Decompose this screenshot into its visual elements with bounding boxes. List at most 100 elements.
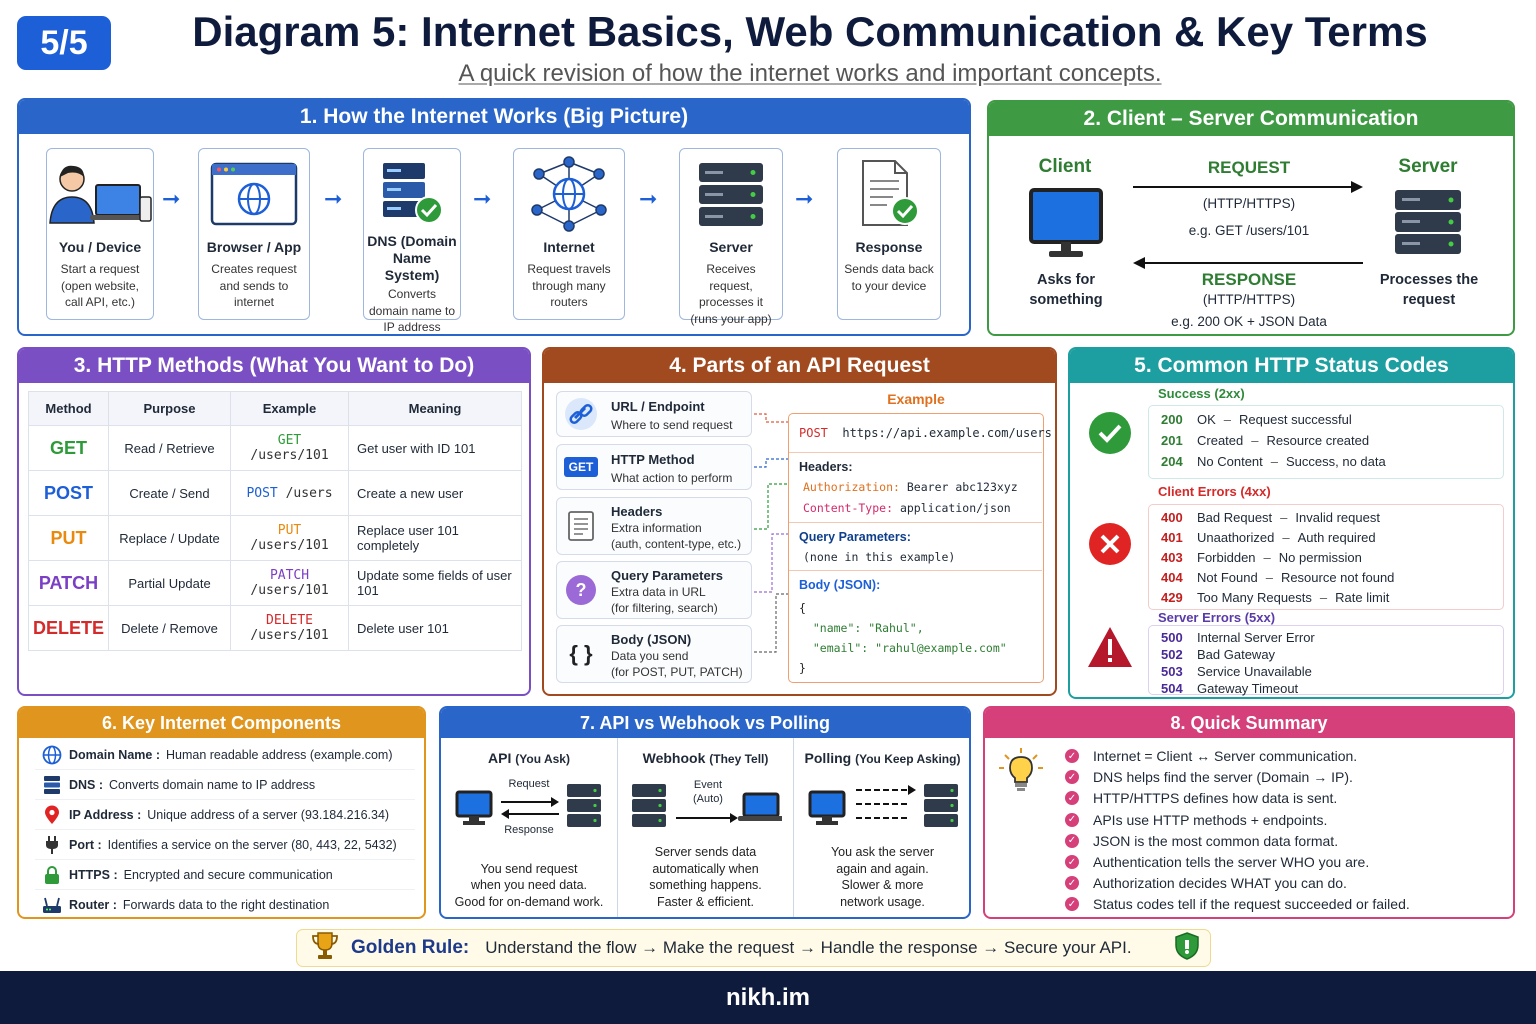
arrow-right-icon: ➞ — [639, 186, 658, 211]
svg-text:?: ? — [576, 580, 587, 600]
column-header: Purpose — [108, 391, 232, 426]
webhook-event-diagram — [632, 784, 782, 827]
step-title: Server — [709, 239, 753, 255]
check-icon: ✓ — [1065, 749, 1079, 763]
summary-item: ✓ Authorization decides WHAT you can do. — [1065, 875, 1347, 891]
step-title: Browser / App — [206, 239, 302, 255]
request-example: e.g. GET /users/101 — [1188, 223, 1310, 238]
part-desc: What action to perform — [611, 471, 733, 485]
check-icon: ✓ — [1065, 876, 1079, 891]
method-name: PATCH — [27, 560, 110, 606]
part-title: URL / Endpoint — [611, 399, 705, 414]
summary-text: Authentication tells the server WHO you … — [1093, 854, 1370, 870]
part-url-endpoint: URL / Endpoint Where to send request — [556, 391, 752, 437]
server-icon — [35, 775, 69, 795]
col-title: API (You Ask) — [488, 750, 570, 766]
summary-item: ✓JSON is the most common data format. — [1065, 833, 1338, 849]
footer: nikh.im — [0, 971, 1536, 1024]
arrow-right-icon: ➞ — [162, 186, 181, 211]
query-label: Query Parameters: — [799, 530, 911, 544]
component-row: Router :Forwards data to the right desti… — [35, 890, 415, 917]
monitor-icon — [1029, 188, 1103, 265]
check-icon: ✓ — [1065, 897, 1079, 912]
api-request-response-diagram — [455, 784, 601, 827]
location-pin-icon — [35, 805, 69, 825]
browser-globe-icon — [199, 149, 309, 239]
method-purpose: Partial Update — [108, 560, 232, 606]
step-desc: Request travels through many routers — [527, 262, 611, 309]
panel-quick-summary: 8. Quick Summary ✓Internet = Client ↔ Se… — [983, 706, 1515, 919]
user-laptop-icon — [47, 149, 153, 239]
panel-title: 2. Client – Server Communication — [989, 102, 1513, 136]
component-term: Port : — [69, 837, 102, 852]
error-x-icon — [1088, 522, 1132, 571]
server-desc: Processes the request — [1379, 272, 1479, 308]
response-label: RESPONSE — [1201, 270, 1297, 289]
component-row: IP Address :Unique address of a server (… — [35, 800, 415, 830]
panel-title: 4. Parts of an API Request — [544, 349, 1055, 383]
globe-icon — [35, 745, 69, 765]
column-header: Meaning — [348, 391, 522, 426]
lock-icon — [35, 865, 69, 885]
event-label: Event(Auto) — [693, 779, 723, 805]
summary-text: DNS helps find the server (Domain → IP). — [1093, 769, 1353, 786]
component-desc: Forwards data to the right destination — [122, 897, 330, 912]
body-json: { "name": "Rahul", "email": "rahul@examp… — [799, 601, 1007, 675]
part-desc: Extra data in URL(for filtering, search) — [611, 585, 718, 615]
panel-title: 1. How the Internet Works (Big Picture) — [19, 100, 969, 134]
method-example: PATCH /users/101 — [230, 560, 350, 606]
braces-icon: { } — [569, 641, 593, 666]
server-errors-label: Server Errors (5xx) — [1158, 610, 1276, 625]
step-card-response: Response Sends data back to your device — [837, 148, 941, 320]
summary-item: ✓HTTP/HTTPS defines how data is sent. — [1065, 790, 1337, 806]
router-icon — [35, 895, 69, 915]
panel-title: 8. Quick Summary — [985, 708, 1513, 738]
step-card-server: Server Receives request, processes it (r… — [679, 148, 783, 326]
request-proto: (HTTP/HTTPS) — [1202, 196, 1296, 211]
panel-http-methods: 3. HTTP Methods (What You Want to Do) Me… — [17, 347, 531, 696]
method-name: PUT — [27, 515, 110, 561]
panel-api-request-parts: 4. Parts of an API Request URL / Endpoin… — [542, 347, 1057, 696]
panel-api-webhook-polling: 7. API vs Webhook vs Polling API (You As… — [439, 706, 971, 919]
method-purpose: Create / Send — [108, 470, 232, 516]
arrow-right-icon: ➞ — [324, 186, 343, 211]
component-desc: Encrypted and secure communication — [123, 867, 333, 882]
part-title: Body (JSON) — [611, 632, 692, 647]
summary-text: APIs use HTTP methods + endpoints. — [1093, 811, 1328, 828]
question-icon: ? — [563, 572, 599, 608]
example-request-box: POST https://api.example.com/users Heade… — [788, 413, 1052, 683]
step-desc: Start a request (open website, call API,… — [60, 262, 140, 309]
method-example: GET /users/101 — [230, 425, 350, 471]
polling-diagram — [808, 784, 958, 827]
arrow-right-icon: ➞ — [473, 186, 492, 211]
panel-title: 7. API vs Webhook vs Polling — [441, 708, 969, 738]
dns-server-check-icon — [364, 149, 460, 239]
check-icon: ✓ — [1065, 855, 1079, 869]
check-icon: ✓ — [1065, 833, 1079, 848]
part-title: Headers — [611, 504, 663, 519]
summary-item: ✓ Authentication tells the server WHO you… — [1065, 854, 1369, 870]
method-meaning: Replace user 101 completely — [348, 515, 522, 561]
server-label: Server — [1398, 156, 1458, 177]
panel-title: 3. HTTP Methods (What You Want to Do) — [19, 349, 529, 383]
method-name: GET — [27, 425, 110, 471]
part-title: Query Parameters — [611, 568, 724, 583]
step-desc: Sends data back to your device — [844, 262, 934, 293]
golden-rule-label: Golden Rule: — [351, 937, 470, 958]
component-term: HTTPS : — [69, 867, 118, 882]
network-globe-icon — [514, 149, 624, 239]
lightbulb-icon — [997, 746, 1045, 799]
summary-text: Authorization decides WHAT you can do. — [1093, 875, 1347, 892]
part-desc: Extra information(auth, content-type, et… — [611, 521, 742, 551]
